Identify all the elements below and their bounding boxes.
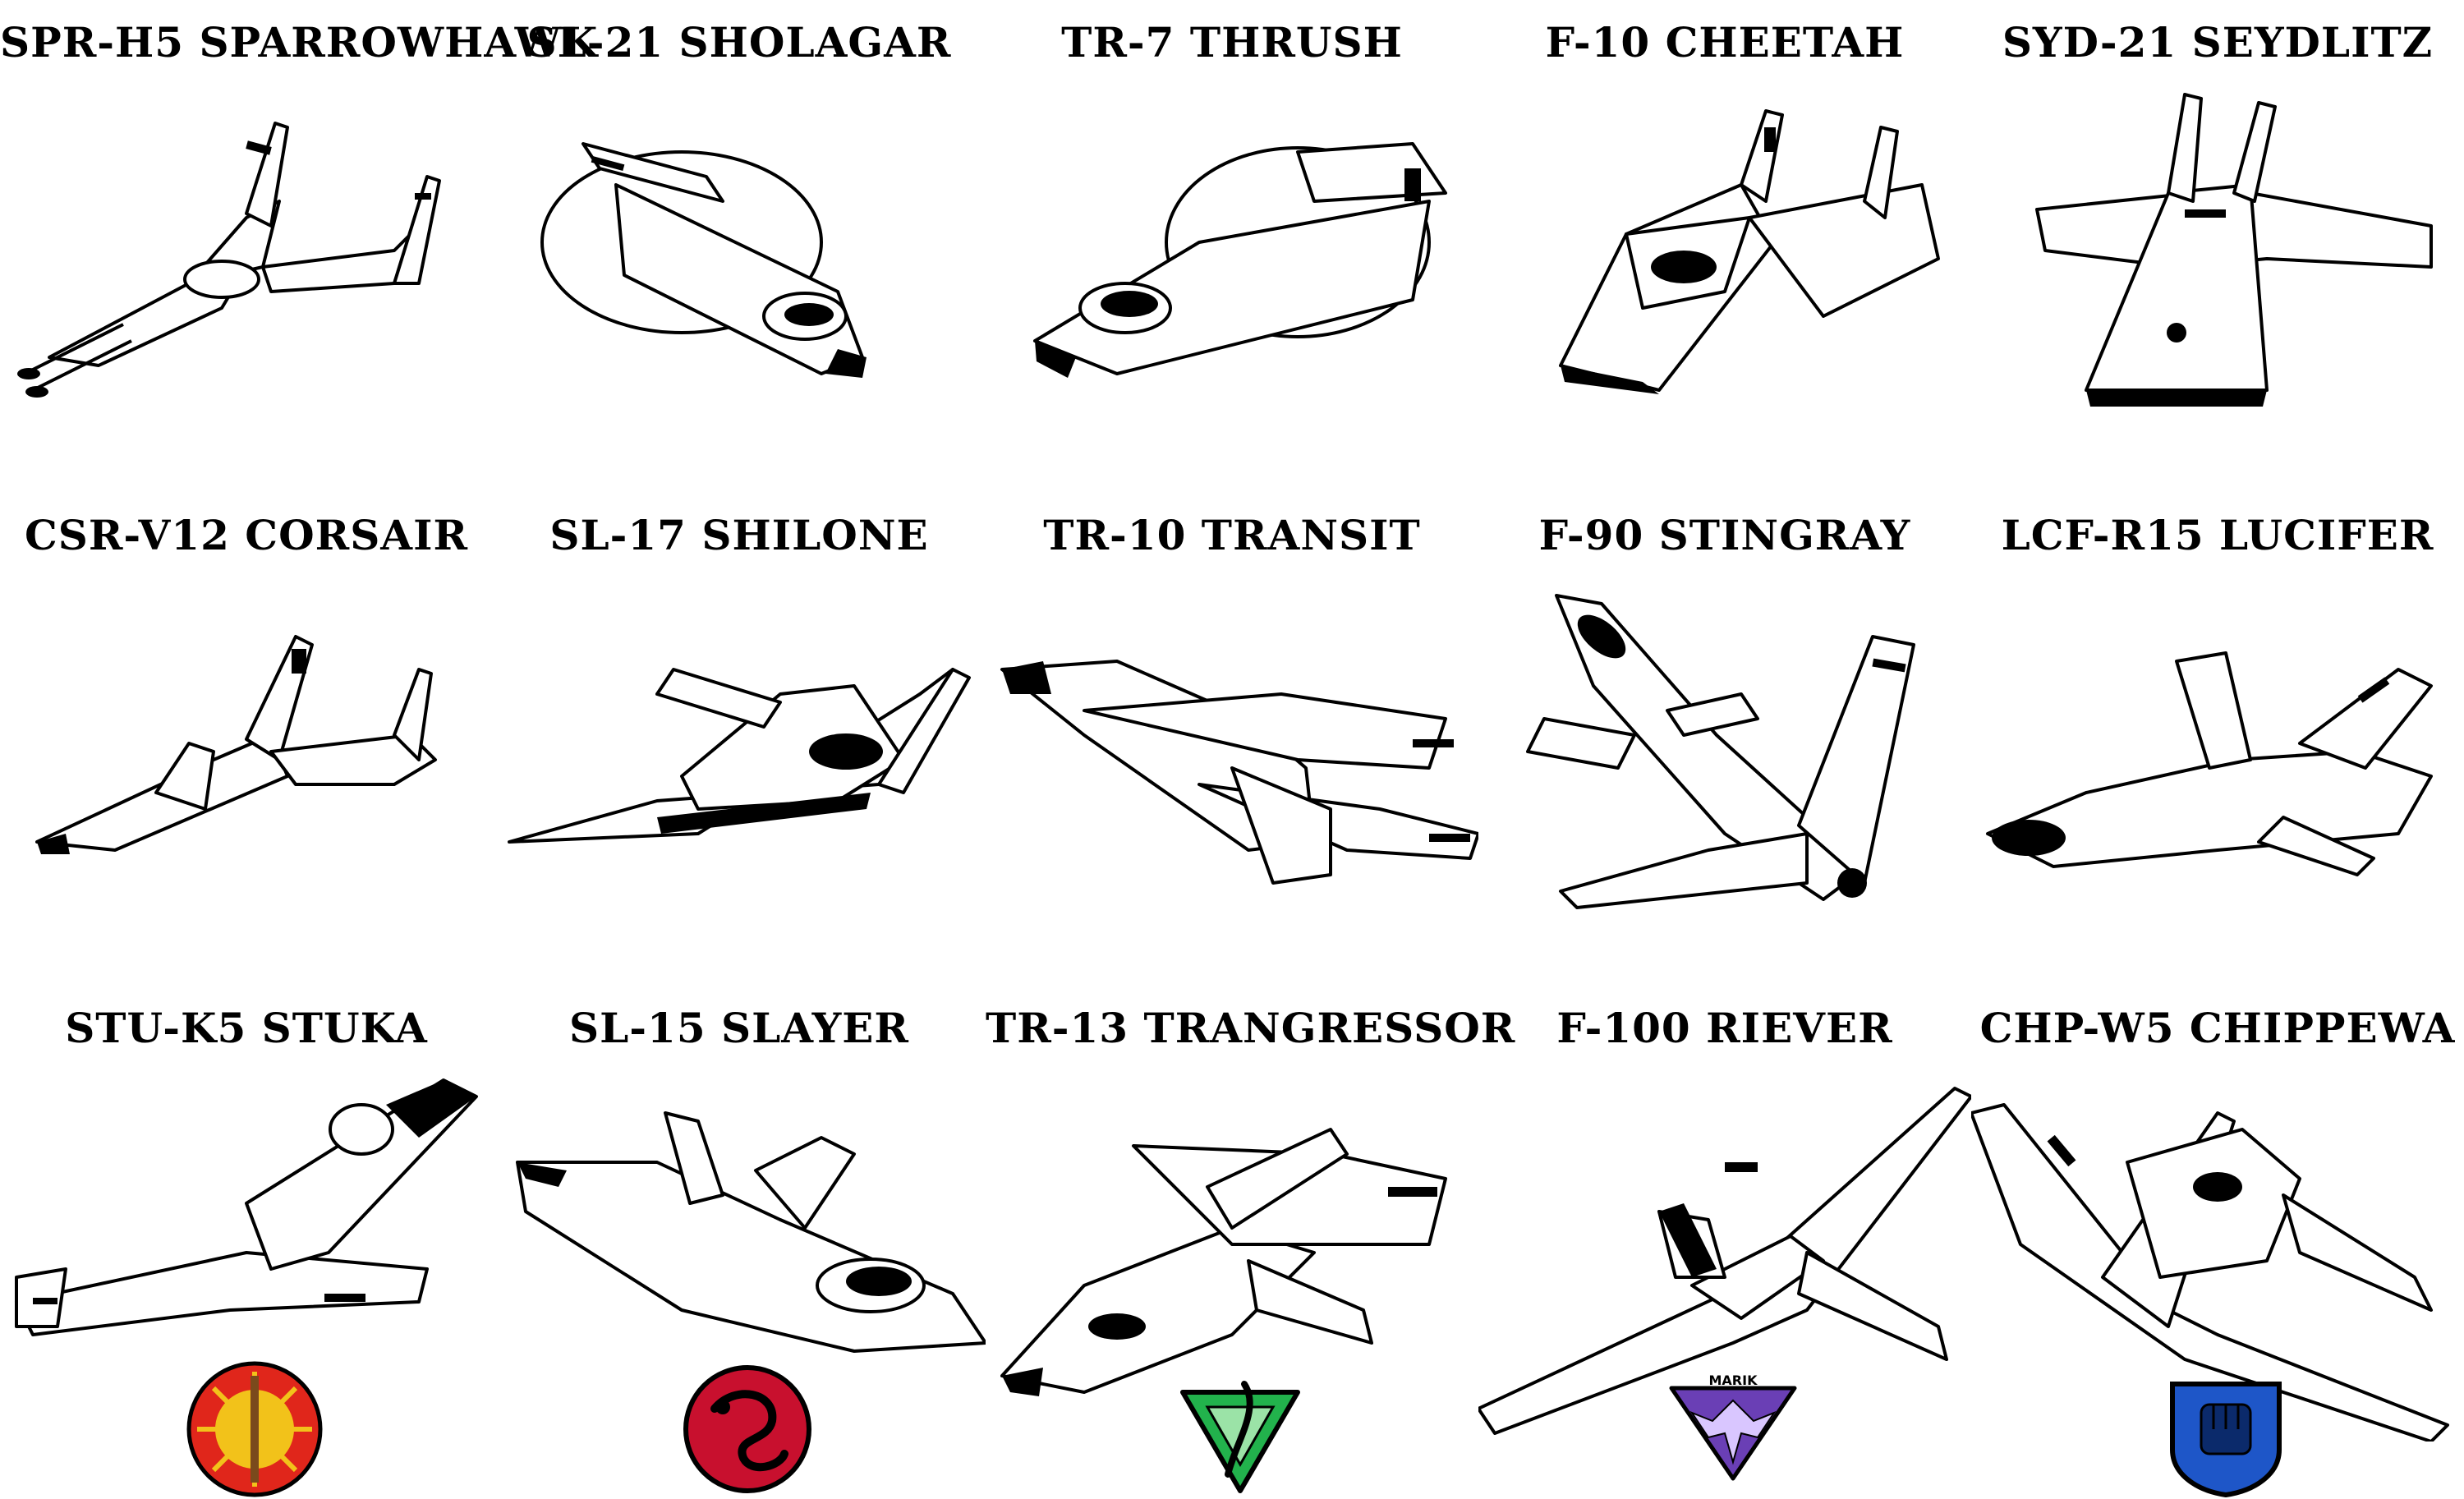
aircraft-card-chippewa: CHP-W5 CHIPPEWA <box>1971 986 2464 1498</box>
aircraft-illustration <box>1986 651 2433 876</box>
aircraft-card-riever: F-100 RIEVER MARIK <box>1478 986 1971 1481</box>
aircraft-title: LCF-R15 LUCIFER <box>2001 511 2434 559</box>
aircraft-title: CHP-W5 CHIPPEWA <box>1979 1004 2456 1052</box>
aircraft-title: SL-17 SHILONE <box>549 511 929 559</box>
marik-emblem-text: MARIK <box>1709 1373 1758 1388</box>
aircraft-card-sholagar: SL-21 SHOLAGAR <box>493 0 986 493</box>
aircraft-card-corsair: CSR-V12 CORSAIR <box>0 493 493 986</box>
aircraft-illustration <box>17 122 441 398</box>
aircraft-illustration <box>540 142 867 378</box>
aircraft-card-trangressor: TR-13 TRANGRESSOR <box>986 986 1516 1493</box>
aircraft-card-thrush: TR-7 THRUSH <box>986 0 1478 493</box>
aircraft-illustration <box>1478 1087 1971 1435</box>
steiner-fist-emblem <box>2170 1382 2282 1498</box>
aircraft-illustration <box>35 635 437 854</box>
aircraft-title: SL-21 SHOLAGAR <box>526 18 952 67</box>
aircraft-title: F-90 STINGRAY <box>1538 511 1911 559</box>
aircraft-title: SL-15 SLAYER <box>569 1004 909 1052</box>
aircraft-illustration <box>1559 109 1940 394</box>
aircraft-title: SYD-21 SEYDLITZ <box>2002 18 2434 67</box>
aircraft-title: STU-K5 STUKA <box>65 1004 428 1052</box>
aircraft-title: F-100 RIEVER <box>1556 1004 1893 1052</box>
aircraft-card-stuka: STU-K5 STUKA <box>0 986 493 1497</box>
aircraft-illustration <box>1000 1128 1447 1396</box>
aircraft-illustration <box>516 1111 986 1353</box>
aircraft-illustration <box>2035 93 2433 407</box>
aircraft-title: SPR-H5 SPARROWHAWK <box>0 18 599 67</box>
aircraft-title: TR-10 TRANSIT <box>1043 511 1421 559</box>
liao-triangle-emblem <box>1180 1381 1300 1493</box>
aircraft-title: F-10 CHEETAH <box>1545 18 1905 67</box>
aircraft-card-slayer: SL-15 SLAYER <box>493 986 986 1493</box>
aircraft-title: CSR-V12 CORSAIR <box>24 511 469 559</box>
aircraft-illustration <box>1033 142 1447 378</box>
aircraft-title: TR-7 THRUSH <box>1061 18 1403 67</box>
aircraft-title: TR-13 TRANGRESSOR <box>986 1004 1516 1052</box>
aircraft-illustration <box>15 1078 478 1336</box>
aircraft-illustration <box>1526 594 1915 909</box>
aircraft-illustration <box>1000 660 1478 885</box>
aircraft-card-lucifer: LCF-R15 LUCIFER <box>1971 493 2464 986</box>
aircraft-illustration <box>1971 1103 2449 1442</box>
aircraft-card-transit: TR-10 TRANSIT <box>986 493 1478 986</box>
davion-sunburst-emblem <box>186 1361 323 1497</box>
aircraft-card-seydlitz: SYD-21 SEYDLITZ <box>1971 0 2464 493</box>
aircraft-card-shilone: SL-17 SHILONE <box>493 493 986 986</box>
aircraft-illustration <box>508 668 971 844</box>
aircraft-card-cheetah: F-10 CHEETAH <box>1478 0 1971 493</box>
marik-eagle-emblem: MARIK <box>1669 1373 1797 1481</box>
aircraft-card-stingray: F-90 STINGRAY <box>1478 493 1971 986</box>
aircraft-card-sparrowhawk: SPR-H5 SPARROWHAWK <box>0 0 599 493</box>
